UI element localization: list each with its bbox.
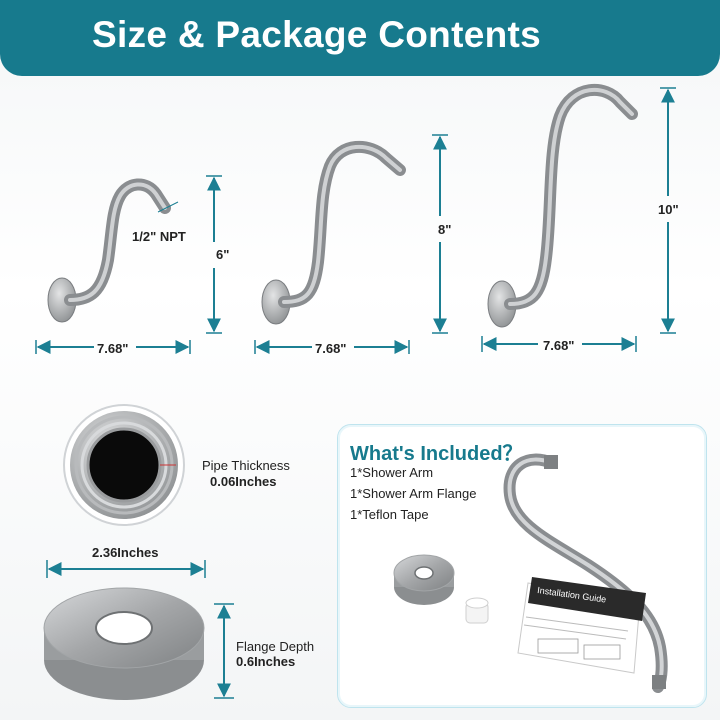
- arm2-width-label: 7.68": [315, 341, 347, 356]
- title-banner: Size & Package Contents: [0, 0, 720, 76]
- height-dimension-10in: [660, 87, 676, 334]
- height-dimension-8in: [432, 134, 448, 334]
- included-flange: [393, 554, 455, 605]
- arm1-width-label: 7.68": [97, 341, 129, 356]
- arm1-height-label: 6": [216, 247, 230, 262]
- page-title: Size & Package Contents: [92, 14, 541, 55]
- included-shower-arm: [503, 453, 668, 693]
- arm3-height-label: 10": [658, 202, 679, 217]
- pipe-thickness-label: Pipe Thickness: [202, 458, 290, 473]
- flange-dimension-depth: [214, 603, 234, 699]
- flange-dimension-width: [46, 560, 206, 578]
- whats-included-card: What's Included？ 1*Shower Arm 1*Shower A…: [337, 424, 707, 708]
- width-dimension-6in: [35, 340, 191, 354]
- shower-arm-10in: [487, 83, 638, 328]
- included-item-flange: 1*Shower Arm Flange: [350, 486, 477, 501]
- flange-ring: [43, 587, 205, 700]
- pipe-thickness-value: 0.06Inches: [210, 474, 277, 489]
- arm2-height-label: 8": [438, 222, 452, 237]
- included-item-teflon-tape: 1*Teflon Tape: [350, 507, 429, 522]
- width-dimension-8in: [254, 340, 410, 354]
- height-dimension-6in: [206, 175, 222, 334]
- shower-arm-6in: [47, 178, 171, 323]
- width-dimension-10in: [481, 336, 637, 352]
- flange-depth-label: Flange Depth: [236, 639, 315, 654]
- installation-guide-booklet: [517, 577, 646, 674]
- arm3-width-label: 7.68": [543, 338, 575, 353]
- included-item-shower-arm: 1*Shower Arm: [350, 465, 434, 480]
- teflon-tape: [465, 597, 489, 624]
- flange-width-label: 2.36Inches: [92, 545, 159, 560]
- thread-size-label: 1/2" NPT: [132, 229, 186, 244]
- shower-arm-8in: [261, 140, 406, 325]
- thread-pointer: [157, 201, 179, 213]
- flange-depth-value: 0.6Inches: [236, 654, 296, 669]
- whats-included-title: What's Included？: [350, 443, 523, 465]
- pipe-cross-section: [63, 404, 185, 526]
- included-illustration: [393, 453, 668, 693]
